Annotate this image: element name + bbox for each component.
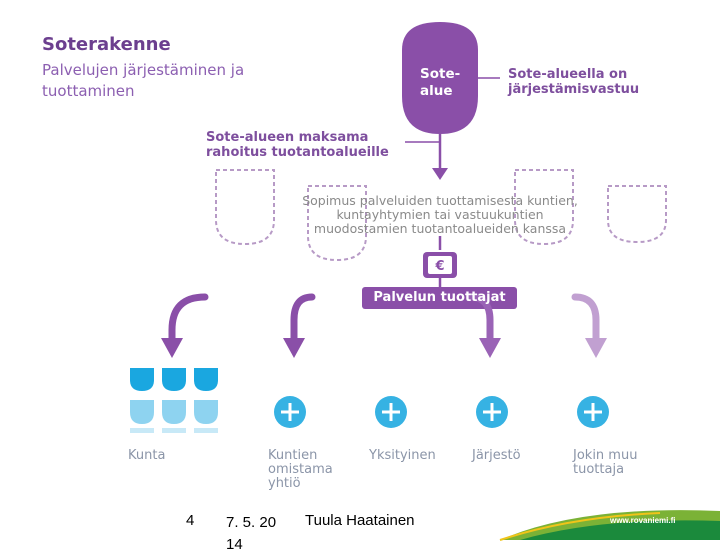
plus-icon <box>476 396 508 428</box>
node-down-arrow <box>432 168 448 180</box>
responsibility-label: Sote-alueella on järjestämisvastuu <box>508 67 640 97</box>
diagram-subtitle: Palvelujen järjestäminen ja tuottaminen <box>42 61 245 100</box>
shield-3 <box>514 169 574 246</box>
sote-alue-label: Sote- alue <box>420 66 461 99</box>
structure-diagram: € <box>130 22 704 433</box>
producer-yksityinen: Yksityinen <box>369 448 436 463</box>
agreement-label: Sopimus palveluiden tuottamisesta kuntie… <box>302 193 578 236</box>
sote-alue-node <box>402 22 478 134</box>
shield-4 <box>607 185 667 244</box>
producers-bar <box>362 287 517 309</box>
producer-jokin-muu: Jokin muu tuottaja <box>573 448 638 477</box>
arrow-kunta <box>168 293 209 344</box>
kunta-shields <box>130 368 218 433</box>
funding-label: Sote-alueen maksama rahoitus tuotantoalu… <box>206 130 389 160</box>
slide-author: Tuula Haatainen <box>305 512 415 529</box>
producers-bar-label: Palvelun tuottajat <box>373 290 506 305</box>
slide-number: 4 <box>186 512 195 529</box>
production-area-shields <box>215 169 667 262</box>
plus-icon <box>375 396 407 428</box>
brand-url: www.rovaniemi.fi <box>610 516 676 525</box>
arrow-yhtio <box>290 293 316 344</box>
arrow-yksityinen <box>466 293 494 344</box>
producer-jarjesto: Järjestö <box>472 448 521 463</box>
shield-1 <box>215 169 275 246</box>
producer-kuntien-yhtio: Kuntien omistama yhtiö <box>268 448 333 491</box>
diagram-title: Soterakenne <box>42 34 171 55</box>
euro-badge: € <box>423 252 457 278</box>
producer-kunta: Kunta <box>128 448 166 463</box>
branch-arrows <box>168 293 600 344</box>
arrow-muu <box>571 293 600 344</box>
plus-icon <box>274 396 306 428</box>
plus-icon <box>577 396 609 428</box>
euro-symbol: € <box>434 259 444 274</box>
producer-plus-icons <box>274 396 609 428</box>
footer-brand-strip <box>499 510 720 541</box>
slide-date: 7. 5. 20 14 <box>226 514 277 553</box>
arrow-heads <box>161 338 607 358</box>
shield-2 <box>307 185 367 262</box>
